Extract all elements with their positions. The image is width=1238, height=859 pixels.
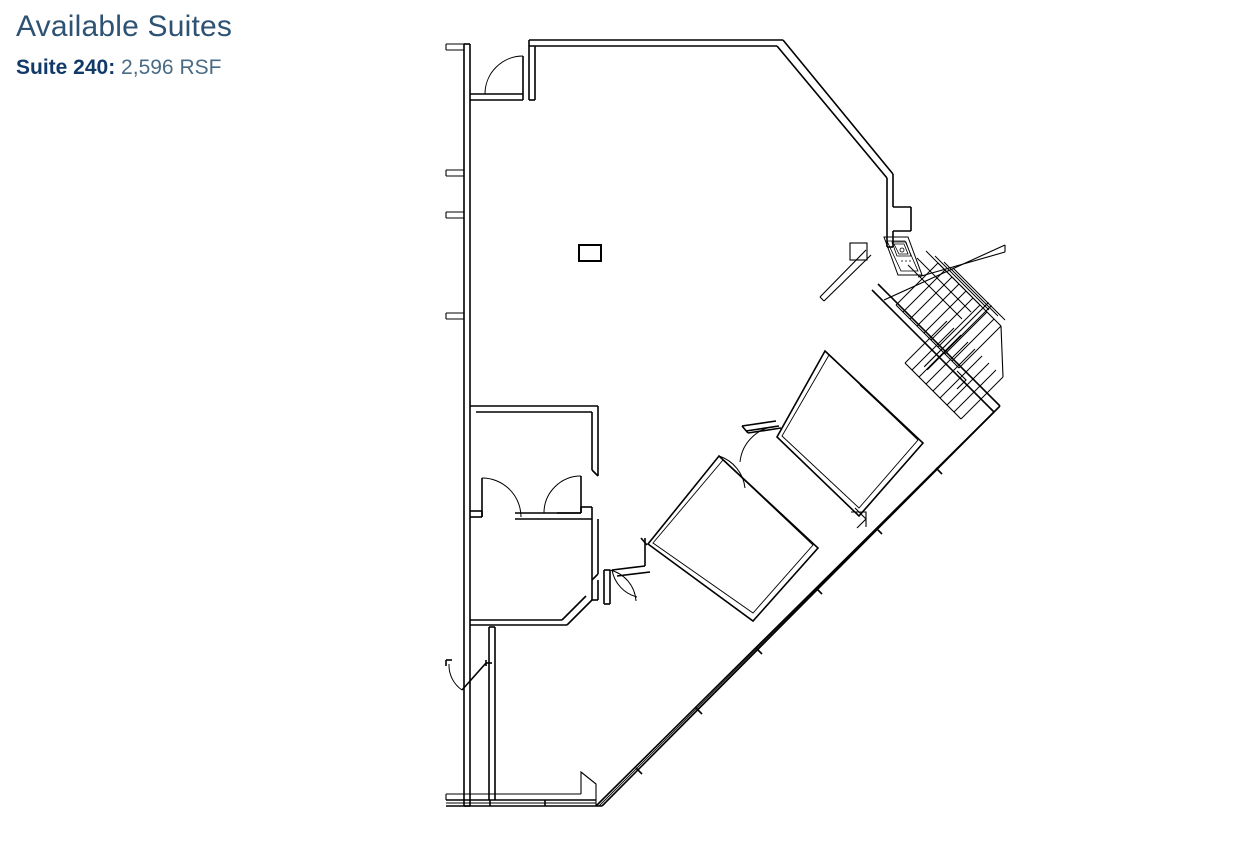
curtain-wall-mullions bbox=[635, 467, 943, 775]
northeast-diagonal-wall bbox=[776, 39, 912, 248]
angled-office-lower-left bbox=[611, 454, 867, 623]
structural-column-open-area bbox=[578, 244, 602, 262]
south-exterior-wall bbox=[445, 770, 602, 807]
west-exterior-wall bbox=[463, 43, 471, 807]
entry-door-top-left bbox=[470, 55, 524, 101]
rectangular-office-left-upper bbox=[470, 405, 599, 520]
suite-list-item: Suite 240: 2,596 RSF bbox=[16, 55, 232, 80]
north-exterior-wall bbox=[528, 39, 783, 101]
stair-treads-lower-run bbox=[904, 320, 1004, 420]
suite-label: Suite 240: bbox=[16, 56, 116, 79]
available-suites-legend: Available Suites Suite 240: 2,596 RSF bbox=[16, 10, 232, 80]
stair-treads-upper bbox=[907, 250, 1006, 321]
kitchen-diagonal-wall-stub bbox=[819, 249, 872, 302]
partition-door-lower-left bbox=[445, 659, 492, 691]
suite-area: 2,596 RSF bbox=[115, 56, 222, 79]
angled-office-upper-right bbox=[739, 349, 925, 529]
diagonal-stairwell bbox=[871, 244, 1006, 420]
legend-title: Available Suites bbox=[16, 10, 233, 43]
stair-treads-upper-run bbox=[895, 262, 1002, 369]
kitchenette bbox=[883, 236, 923, 276]
interior-partition-bottom bbox=[488, 626, 496, 800]
structural-column-near-kitchen bbox=[849, 242, 868, 261]
west-wall-mullions bbox=[445, 43, 464, 320]
chamfered-office-left-lower bbox=[470, 519, 637, 626]
southeast-diagonal-curtain-wall bbox=[580, 405, 1001, 807]
